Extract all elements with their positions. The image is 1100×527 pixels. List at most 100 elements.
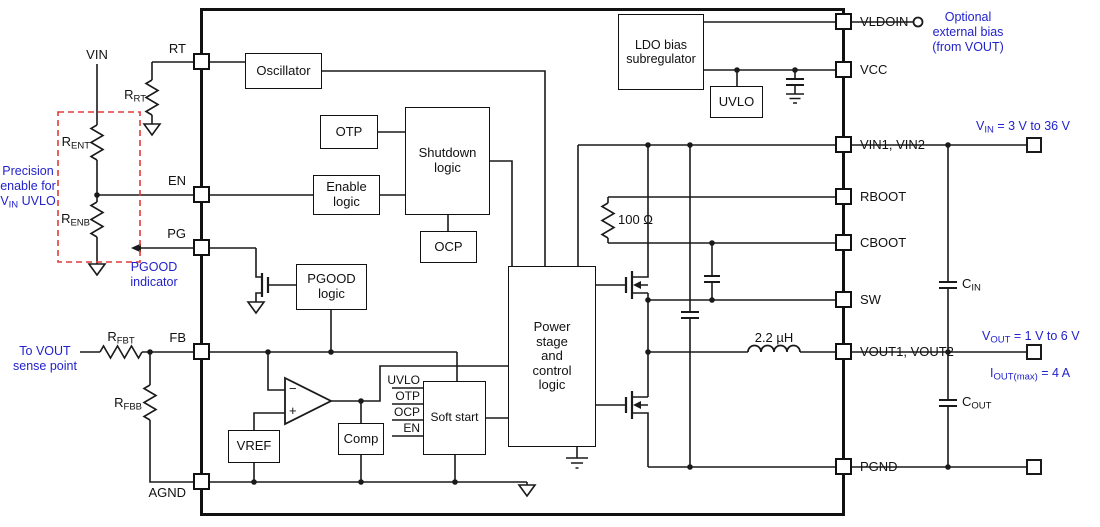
r-ent-resistor (89, 124, 105, 161)
pgood-indicator-arrow (131, 243, 141, 253)
pin-vin (835, 136, 852, 153)
pin-pgnd (835, 458, 852, 475)
pin-label-sw: SW (860, 292, 881, 307)
ocp-label: OCP (434, 238, 463, 254)
ic-boundary (200, 8, 845, 516)
pin-vout (835, 343, 852, 360)
soft-start-input-ocp: OCP (393, 405, 420, 419)
otp-block: OTP (320, 115, 378, 149)
r-enb-resistor (89, 201, 105, 238)
soft-start-input-otp: OTP (395, 389, 420, 403)
optional-bias-annotation: Optional external bias (from VOUT) (932, 10, 1004, 54)
vcc-capacitor (786, 78, 804, 86)
cboot-capacitor (704, 275, 720, 283)
pin-cboot (835, 234, 852, 251)
pin-label-cboot: CBOOT (860, 235, 907, 250)
vcc-net (703, 21, 913, 94)
pgood-fet-ground (246, 301, 266, 315)
pin-en (193, 186, 210, 203)
grounds (87, 93, 804, 498)
vout-terminal (1026, 344, 1042, 360)
vin-terminal (1026, 137, 1042, 153)
r-fbt-resistor (99, 344, 143, 360)
junction-dots (94, 67, 951, 485)
r-fbb-resistor (142, 384, 158, 421)
error-amp-triangle (284, 376, 334, 426)
shutdown-logic-label: Shutdown logic (418, 145, 477, 175)
boot-100ohm-resistor (600, 202, 616, 239)
pin-label-rboot: RBOOT (860, 189, 907, 204)
rt-net (151, 61, 245, 124)
external-terminals (912, 16, 1042, 475)
boot-net (607, 196, 840, 244)
cin-capacitor (939, 281, 957, 289)
oscillator-output-net (322, 70, 546, 266)
pin-pg (193, 239, 210, 256)
shutdown-logic-block: Shutdown logic (405, 107, 490, 215)
soft-start-block: Soft start (423, 381, 486, 455)
error-amp-plus-mark: + (289, 403, 297, 418)
enable-logic-block: Enable logic (313, 175, 380, 215)
agnd-ground (517, 482, 537, 498)
pin-vldoin (835, 13, 852, 30)
resistors (89, 79, 616, 421)
soft-start-stubs (392, 387, 423, 437)
boot-resistor-label: 100 Ω (618, 212, 654, 227)
pgnd-terminal (1026, 459, 1042, 475)
soft-start-input-uvlo: UVLO (387, 373, 420, 387)
ldo-bias-label: LDO bias subregulator (626, 38, 696, 66)
ls-fet-body-arrow (633, 401, 641, 409)
r-rt-resistor (144, 79, 160, 116)
pgood-logic-block: PGOOD logic (296, 264, 367, 310)
error-amp-output (331, 365, 508, 482)
enable-divider-net (96, 64, 313, 264)
vout-range-annotation: VOUT = 1 V to 6 V (982, 329, 1080, 346)
vref-block: VREF (228, 430, 280, 463)
capacitors (681, 78, 957, 407)
enable-divider-ground (87, 263, 107, 277)
vref-label: VREF (236, 438, 272, 454)
fet-plates (260, 271, 634, 419)
arrows (131, 243, 641, 409)
pin-sw (835, 291, 852, 308)
pin-label-vin: VIN1, VIN2 (860, 137, 926, 152)
ls-fet (624, 391, 634, 419)
internal-cap-leads (689, 145, 713, 467)
power-stage-earth-ground (566, 457, 588, 469)
fet-nets (596, 145, 649, 467)
pin-label-pg: PG (167, 226, 186, 241)
logic-nets (330, 131, 513, 352)
r-enb-label: RENB (61, 211, 90, 229)
hs-fet-body-arrow (633, 281, 641, 289)
otp-label: OTP (335, 123, 363, 139)
vin-source-label: VIN (86, 47, 108, 62)
vldoin-terminal (912, 16, 924, 28)
pin-label-vldoin: VLDOIN (860, 14, 909, 29)
sw-vout-pgnd-nets (576, 299, 1034, 468)
iout-max-annotation: IOUT(max) = 4 A (990, 366, 1071, 383)
vin-range-annotation: VIN = 3 V to 36 V (976, 119, 1070, 136)
cin-label: CIN (962, 276, 981, 294)
cout-label: COUT (962, 394, 992, 412)
vcc-earth-ground (786, 93, 804, 104)
precision-enable-annotation: Precision enable for VIN UVLO (0, 164, 56, 210)
r-fbt-label: RFBT (107, 329, 135, 347)
oscillator-block: Oscillator (245, 53, 322, 89)
pin-label-pgnd: PGND (860, 459, 898, 474)
pin-label-agnd: AGND (148, 485, 186, 500)
pin-label-fb: FB (169, 330, 186, 345)
inductor-coil (747, 344, 801, 353)
comp-label: Comp (343, 430, 379, 446)
pgood-logic-label: PGOOD logic (307, 271, 356, 301)
r-rt-label: RRT (124, 87, 146, 105)
ocp-block: OCP (420, 231, 477, 263)
r-ent-label: RENT (61, 134, 90, 152)
pin-fb (193, 343, 210, 360)
hs-fet (624, 271, 634, 299)
pin-rboot (835, 188, 852, 205)
error-amp-inputs (253, 352, 285, 482)
comp-block: Comp (338, 423, 384, 455)
vout-sense-annotation: To VOUT sense point (13, 344, 77, 373)
